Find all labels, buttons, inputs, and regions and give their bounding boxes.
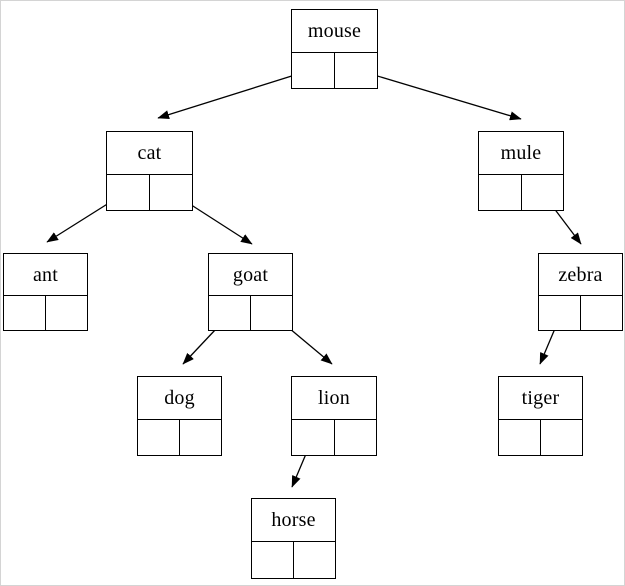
node-label-cat: cat bbox=[137, 142, 162, 164]
node-right-pointer-dog[interactable] bbox=[180, 420, 221, 455]
node-label-dog: dog bbox=[164, 387, 195, 409]
edge-mouse-to-mule bbox=[353, 68, 522, 121]
tree-node-horse[interactable]: horse bbox=[251, 498, 336, 579]
node-right-pointer-ant[interactable] bbox=[46, 296, 87, 330]
node-pointer-cells-tiger bbox=[499, 419, 582, 455]
node-left-pointer-mule[interactable] bbox=[479, 175, 522, 210]
node-left-pointer-goat[interactable] bbox=[209, 296, 251, 330]
node-pointer-cells-zebra bbox=[539, 295, 622, 330]
node-pointer-cells-mule bbox=[479, 174, 563, 210]
node-pointer-cells-cat bbox=[107, 174, 192, 210]
node-left-pointer-dog[interactable] bbox=[138, 420, 180, 455]
node-left-pointer-mouse[interactable] bbox=[292, 53, 335, 88]
tree-node-goat[interactable]: goat bbox=[208, 253, 293, 331]
node-pointer-cells-horse bbox=[252, 541, 335, 578]
node-right-pointer-lion[interactable] bbox=[334, 420, 376, 455]
node-right-pointer-mule[interactable] bbox=[521, 175, 563, 210]
tree-node-lion[interactable]: lion bbox=[291, 376, 377, 456]
node-pointer-cells-mouse bbox=[292, 52, 377, 88]
node-left-pointer-horse[interactable] bbox=[252, 542, 294, 578]
node-pointer-cells-goat bbox=[209, 295, 292, 330]
node-pointer-cells-dog bbox=[138, 419, 221, 455]
tree-node-cat[interactable]: cat bbox=[106, 131, 193, 211]
node-label-goat: goat bbox=[232, 263, 269, 286]
node-label-zebra: zebra bbox=[558, 263, 603, 286]
node-label-mule: mule bbox=[500, 142, 542, 164]
tree-node-mouse[interactable]: mouse bbox=[291, 9, 378, 89]
node-right-pointer-tiger[interactable] bbox=[541, 420, 582, 455]
tree-node-zebra[interactable]: zebra bbox=[538, 253, 623, 331]
node-right-pointer-goat[interactable] bbox=[251, 296, 292, 330]
tree-node-dog[interactable]: dog bbox=[137, 376, 222, 456]
node-right-pointer-horse[interactable] bbox=[294, 542, 335, 578]
tree-node-ant[interactable]: ant bbox=[3, 253, 88, 331]
node-left-pointer-cat[interactable] bbox=[107, 175, 150, 210]
node-left-pointer-lion[interactable] bbox=[292, 420, 335, 455]
node-label-horse: horse bbox=[271, 509, 316, 531]
node-pointer-cells-ant bbox=[4, 295, 87, 330]
node-right-pointer-mouse[interactable] bbox=[335, 53, 377, 88]
node-label-lion: lion bbox=[318, 387, 350, 409]
node-label-tiger: tiger bbox=[521, 387, 560, 409]
node-pointer-cells-lion bbox=[292, 419, 376, 455]
node-left-pointer-tiger[interactable] bbox=[499, 420, 541, 455]
node-right-pointer-cat[interactable] bbox=[150, 175, 192, 210]
node-label-mouse: mouse bbox=[307, 20, 362, 42]
node-label-ant: ant bbox=[32, 263, 59, 286]
tree-node-tiger[interactable]: tiger bbox=[498, 376, 583, 456]
tree-node-mule[interactable]: mule bbox=[478, 131, 564, 211]
node-right-pointer-zebra[interactable] bbox=[581, 296, 622, 330]
node-left-pointer-zebra[interactable] bbox=[539, 296, 581, 330]
node-left-pointer-ant[interactable] bbox=[4, 296, 46, 330]
